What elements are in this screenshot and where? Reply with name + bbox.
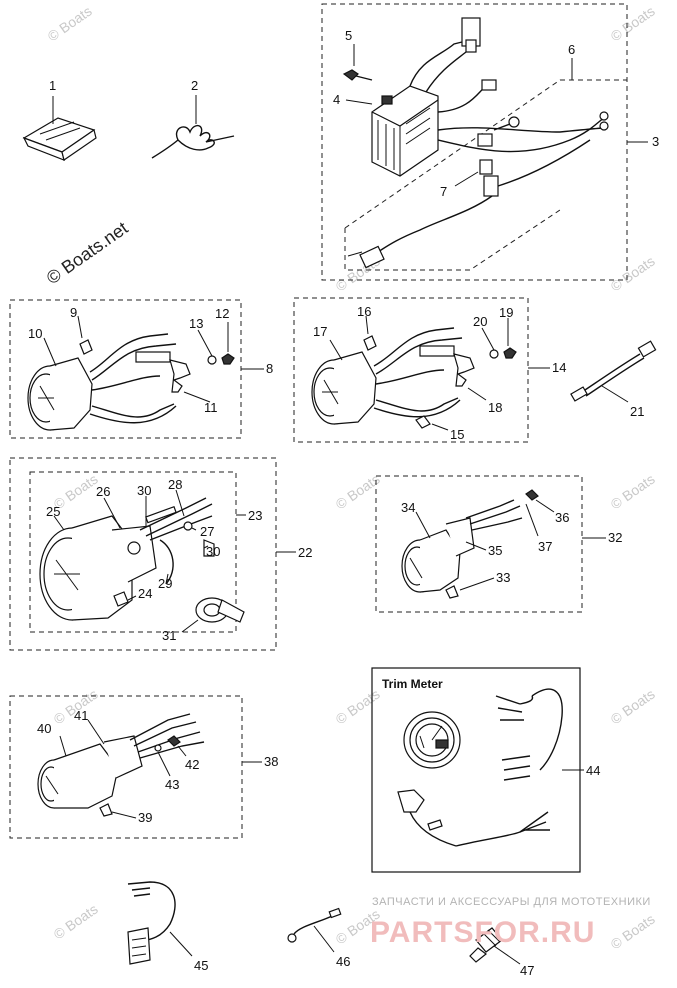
watermark-tile: © Boats [608, 686, 658, 728]
callout-43: 43 [165, 777, 179, 792]
callout-14: 14 [552, 360, 566, 375]
callout-37: 37 [538, 539, 552, 554]
watermark-tile: © Boats [333, 686, 383, 728]
callout-6: 6 [568, 42, 575, 57]
callout-23: 23 [248, 508, 262, 523]
callout-15: 15 [450, 427, 464, 442]
part-21-lamp-lead[interactable]: 21 [570, 340, 657, 419]
partsfor-logo: ЗАПЧАСТИ И АКСЕССУАРЫ ДЛЯ МОТОТЕХНИКИ PA… [370, 896, 651, 949]
assembly-38-gauge[interactable]: 40 41 42 43 39 38 [9, 695, 278, 839]
part-1-bag[interactable]: 1 [22, 78, 97, 161]
callout-10: 10 [28, 326, 42, 341]
trim-meter-title: Trim Meter [382, 677, 443, 691]
callout-4: 4 [333, 92, 340, 107]
callout-7: 7 [440, 184, 447, 199]
callout-13: 13 [189, 316, 203, 331]
callout-45: 45 [194, 958, 208, 973]
part-45-harness[interactable]: 45 [127, 881, 208, 973]
callout-26: 26 [96, 484, 110, 499]
callout-30b: 30 [206, 544, 220, 559]
callout-41: 41 [74, 708, 88, 723]
assembly-22-gauge[interactable]: 26 30 28 25 27 30 29 24 31 23 22 [9, 457, 312, 651]
brand-name: PARTSFOR.RU [370, 916, 595, 949]
part-46-lead[interactable]: 46 [287, 907, 350, 969]
assembly-3-rectifier[interactable]: 5 4 6 7 3 [321, 3, 659, 281]
callout-40: 40 [37, 721, 51, 736]
callout-16: 16 [357, 304, 371, 319]
callout-36: 36 [555, 510, 569, 525]
callout-5: 5 [345, 28, 352, 43]
callout-8: 8 [266, 361, 273, 376]
callout-34: 34 [401, 500, 415, 515]
callout-21: 21 [630, 404, 644, 419]
watermark-tile: © Boats [608, 253, 658, 295]
part-2-spring[interactable]: 2 [151, 78, 235, 159]
callout-30a: 30 [137, 483, 151, 498]
callout-2: 2 [191, 78, 198, 93]
callout-29: 29 [158, 576, 172, 591]
callout-1: 1 [49, 78, 56, 93]
callout-42: 42 [185, 757, 199, 772]
part-47-sender[interactable]: 47 [469, 927, 534, 978]
assembly-14-gauge[interactable]: 16 17 20 19 18 15 14 [293, 297, 566, 443]
watermark-tile: © Boats [608, 911, 658, 953]
callout-44: 44 [586, 763, 600, 778]
callout-35: 35 [488, 543, 502, 558]
callout-33: 33 [496, 570, 510, 585]
callout-12: 12 [215, 306, 229, 321]
callout-39: 39 [138, 810, 152, 825]
callout-32: 32 [608, 530, 622, 545]
assembly-44-trim-meter[interactable]: Trim Meter 44 [371, 667, 600, 873]
callout-28: 28 [168, 477, 182, 492]
watermark-tile: © Boats [608, 471, 658, 513]
callout-18: 18 [488, 400, 502, 415]
callout-9: 9 [70, 305, 77, 320]
watermark-tile: © Boats [333, 471, 383, 513]
callout-24: 24 [138, 586, 152, 601]
watermark-tile: © Boats [51, 901, 101, 943]
assembly-32-gauge[interactable]: 34 35 33 36 37 32 [375, 475, 622, 613]
callout-25: 25 [46, 504, 60, 519]
callout-17: 17 [313, 324, 327, 339]
watermarks: © Boats © Boats © Boats © Boats © Boats … [43, 3, 658, 953]
watermark-main: © Boats.net [43, 218, 132, 288]
callout-27: 27 [200, 524, 214, 539]
callout-20: 20 [473, 314, 487, 329]
callout-22: 22 [298, 545, 312, 560]
watermark-tile: © Boats [45, 3, 95, 45]
callout-38: 38 [264, 754, 278, 769]
callout-11: 11 [204, 400, 218, 415]
callout-3: 3 [652, 134, 659, 149]
brand-subtitle: ЗАПЧАСТИ И АКСЕССУАРЫ ДЛЯ МОТОТЕХНИКИ [372, 896, 651, 908]
assembly-8-gauge[interactable]: 9 10 13 12 11 8 [9, 299, 273, 439]
callout-19: 19 [499, 305, 513, 320]
callout-47: 47 [520, 963, 534, 978]
watermark-tile: © Boats [608, 3, 658, 45]
callout-46: 46 [336, 954, 350, 969]
callout-31: 31 [162, 628, 176, 643]
